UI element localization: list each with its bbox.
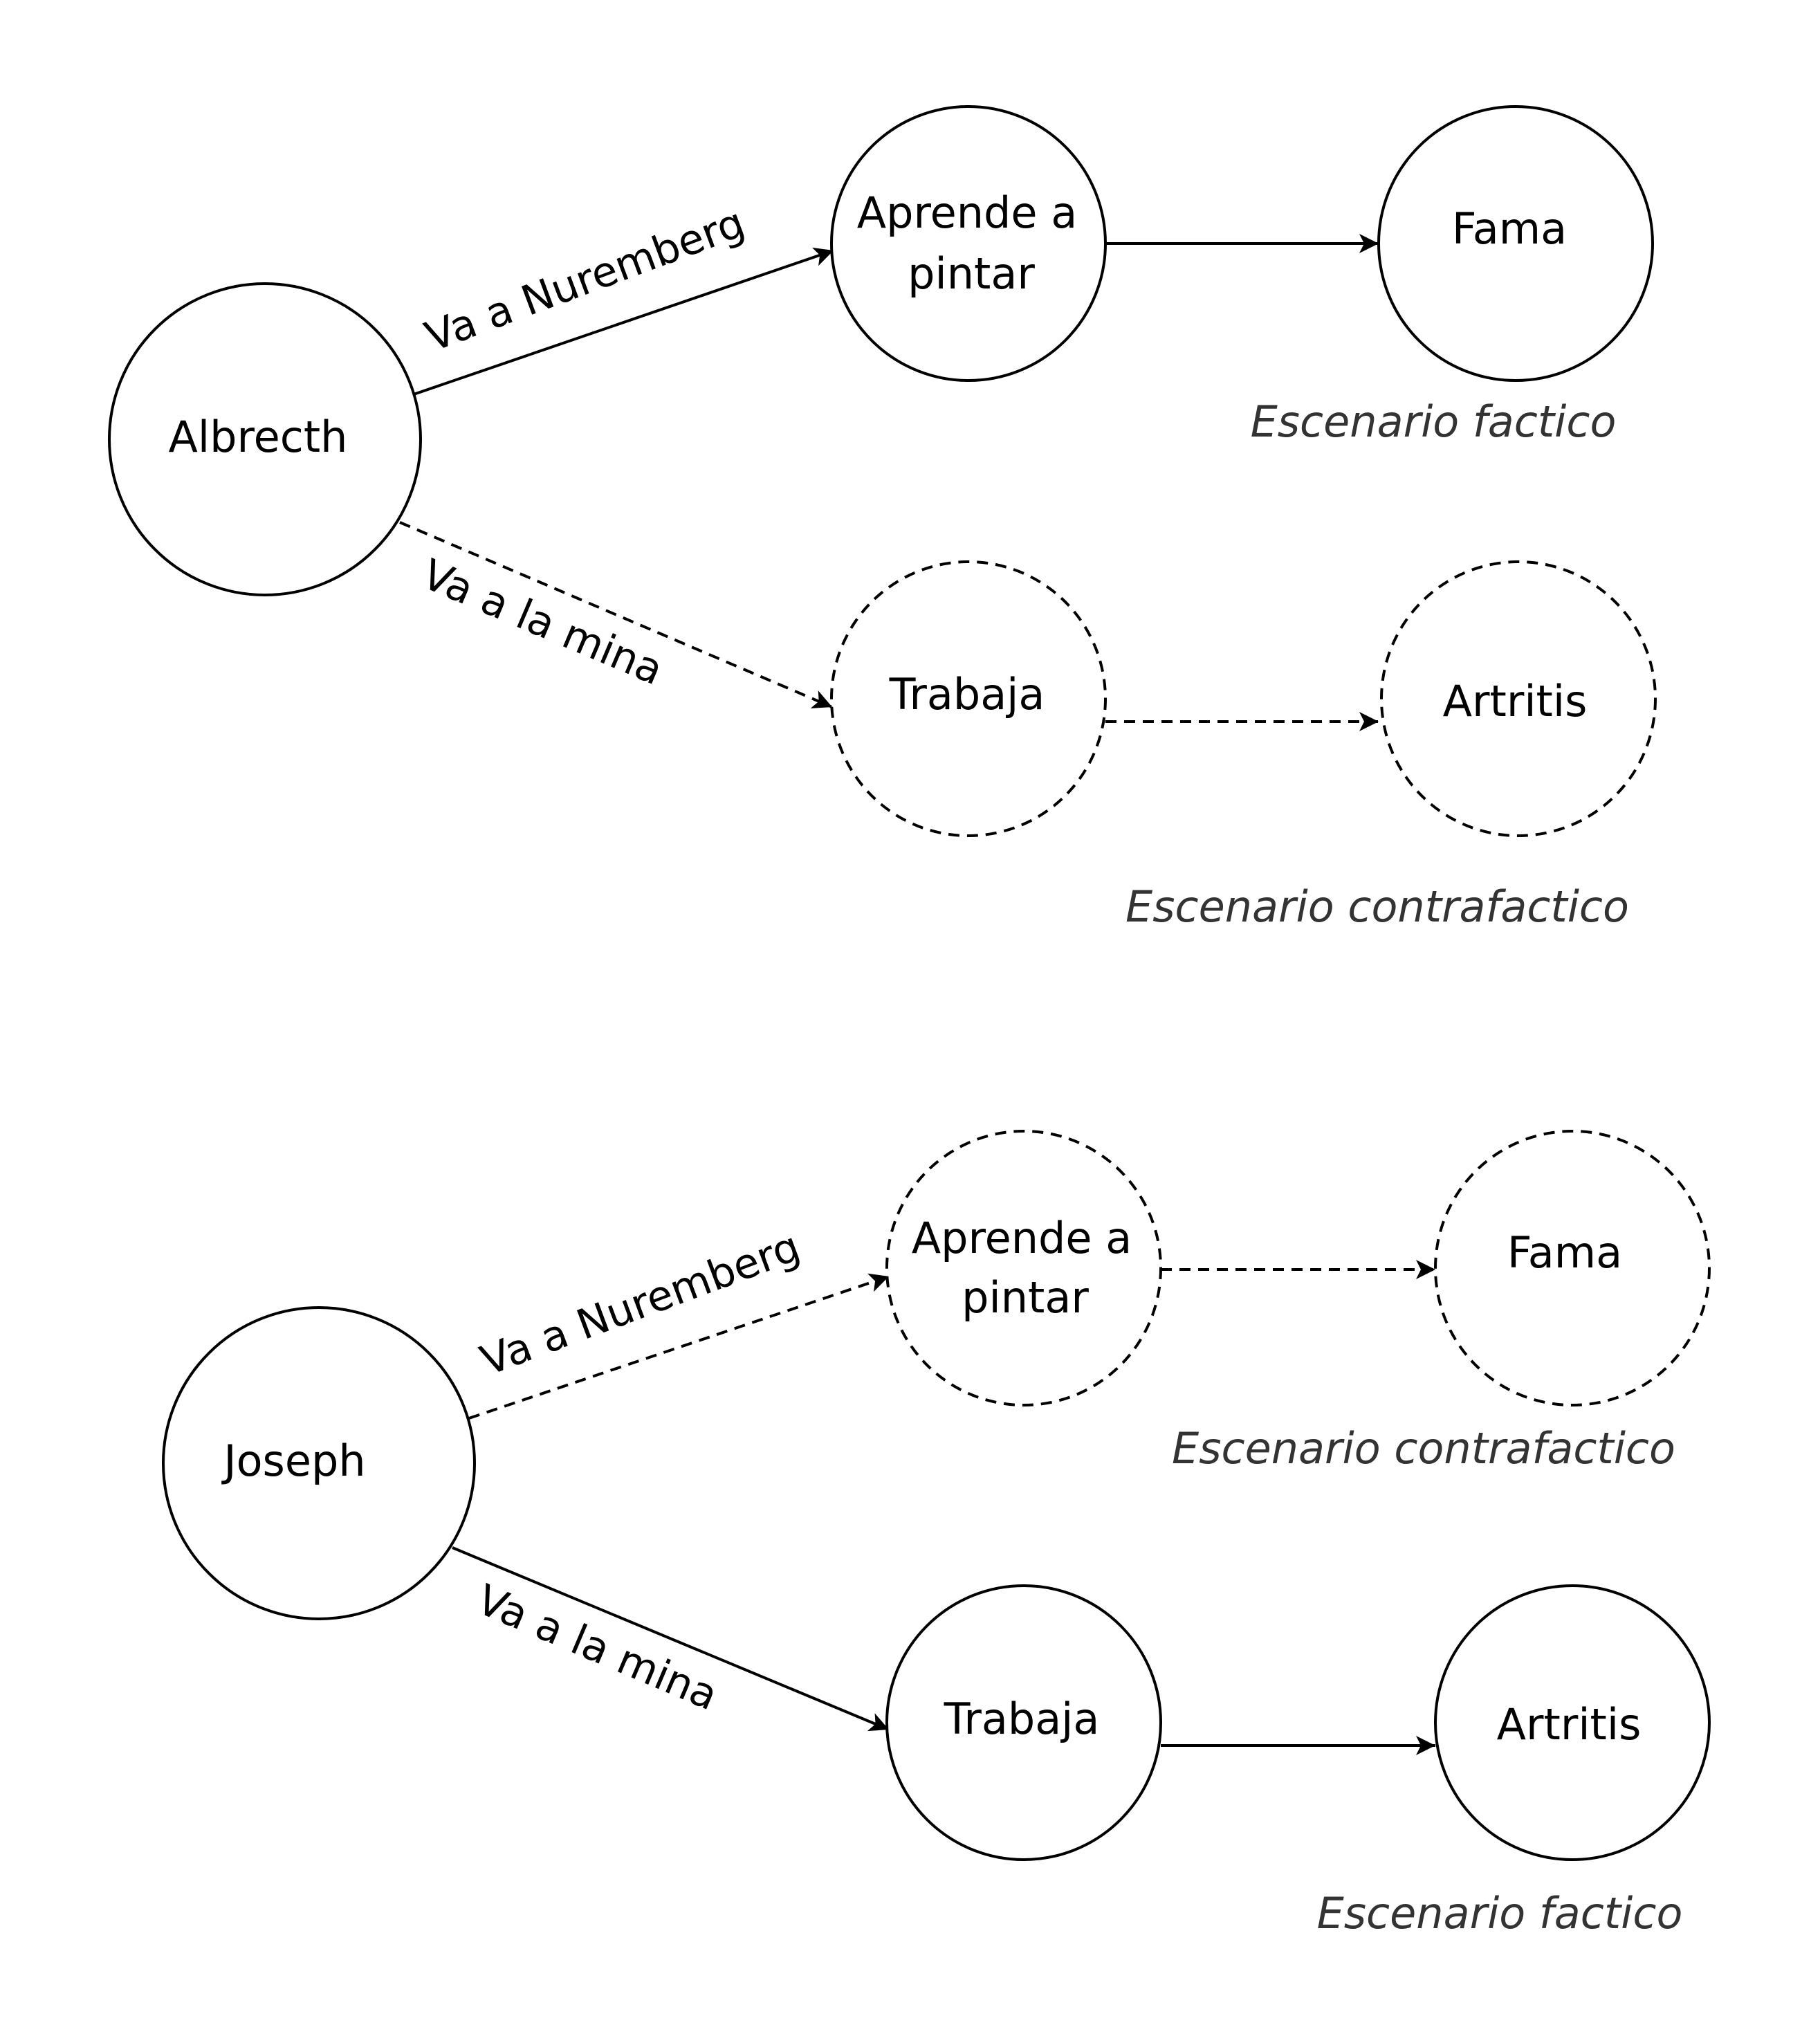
- node-joseph-work: [885, 1584, 1162, 1861]
- label-albrecht-learn-line2: pintar: [908, 248, 1035, 299]
- label-joseph-fame: Fama: [1507, 1227, 1622, 1278]
- node-joseph-fame: [1434, 1130, 1711, 1406]
- label-joseph-learn-line2: pintar: [962, 1272, 1089, 1323]
- node-albrecht-arthritis: [1380, 560, 1657, 837]
- label-joseph-work: Trabaja: [944, 1694, 1100, 1744]
- node-joseph-arthritis: [1434, 1584, 1711, 1861]
- label-joseph-learn-line1: Aprende a: [912, 1213, 1132, 1263]
- label-joseph-arthritis: Artritis: [1497, 1699, 1642, 1750]
- edge-label-joseph-nuremberg: Va a Nuremberg: [475, 1222, 807, 1386]
- label-albrecht-person: Albrecth: [169, 412, 348, 462]
- caption-albrecht-upper: Escenario factico: [1251, 396, 1617, 447]
- node-joseph-learn: [885, 1130, 1162, 1406]
- node-albrecht-person: [108, 282, 422, 596]
- label-albrecht-fame: Fama: [1452, 203, 1567, 254]
- joseph-diagram: Joseph Aprende a pintar Fama Trabaja Art…: [162, 1130, 1711, 1939]
- edge-joseph-to-work: [452, 1546, 890, 1732]
- label-joseph-person: Joseph: [221, 1436, 365, 1486]
- edge-label-joseph-mine: Va a la mina: [470, 1575, 724, 1720]
- caption-joseph-upper: Escenario contrafactico: [1172, 1423, 1675, 1474]
- caption-albrecht-lower: Escenario contrafactico: [1125, 881, 1629, 932]
- label-albrecht-work: Trabaja: [889, 669, 1045, 720]
- node-albrecht-work: [830, 560, 1107, 837]
- albrecht-diagram: Albrecth Aprende a pintar Fama Trabaja A…: [108, 105, 1657, 932]
- label-albrecht-arthritis: Artritis: [1443, 676, 1588, 726]
- edge-albrecht-to-learn: [413, 247, 834, 396]
- node-albrecht-fame: [1377, 105, 1654, 382]
- node-albrecht-learn: [830, 105, 1107, 382]
- edge-albrecht-to-work: [399, 521, 833, 708]
- edge-label-albrecht-nuremberg: Va a Nuremberg: [419, 199, 751, 362]
- node-joseph-person: [162, 1306, 476, 1620]
- label-albrecht-learn-line1: Aprende a: [857, 187, 1078, 238]
- caption-joseph-lower: Escenario factico: [1317, 1888, 1683, 1939]
